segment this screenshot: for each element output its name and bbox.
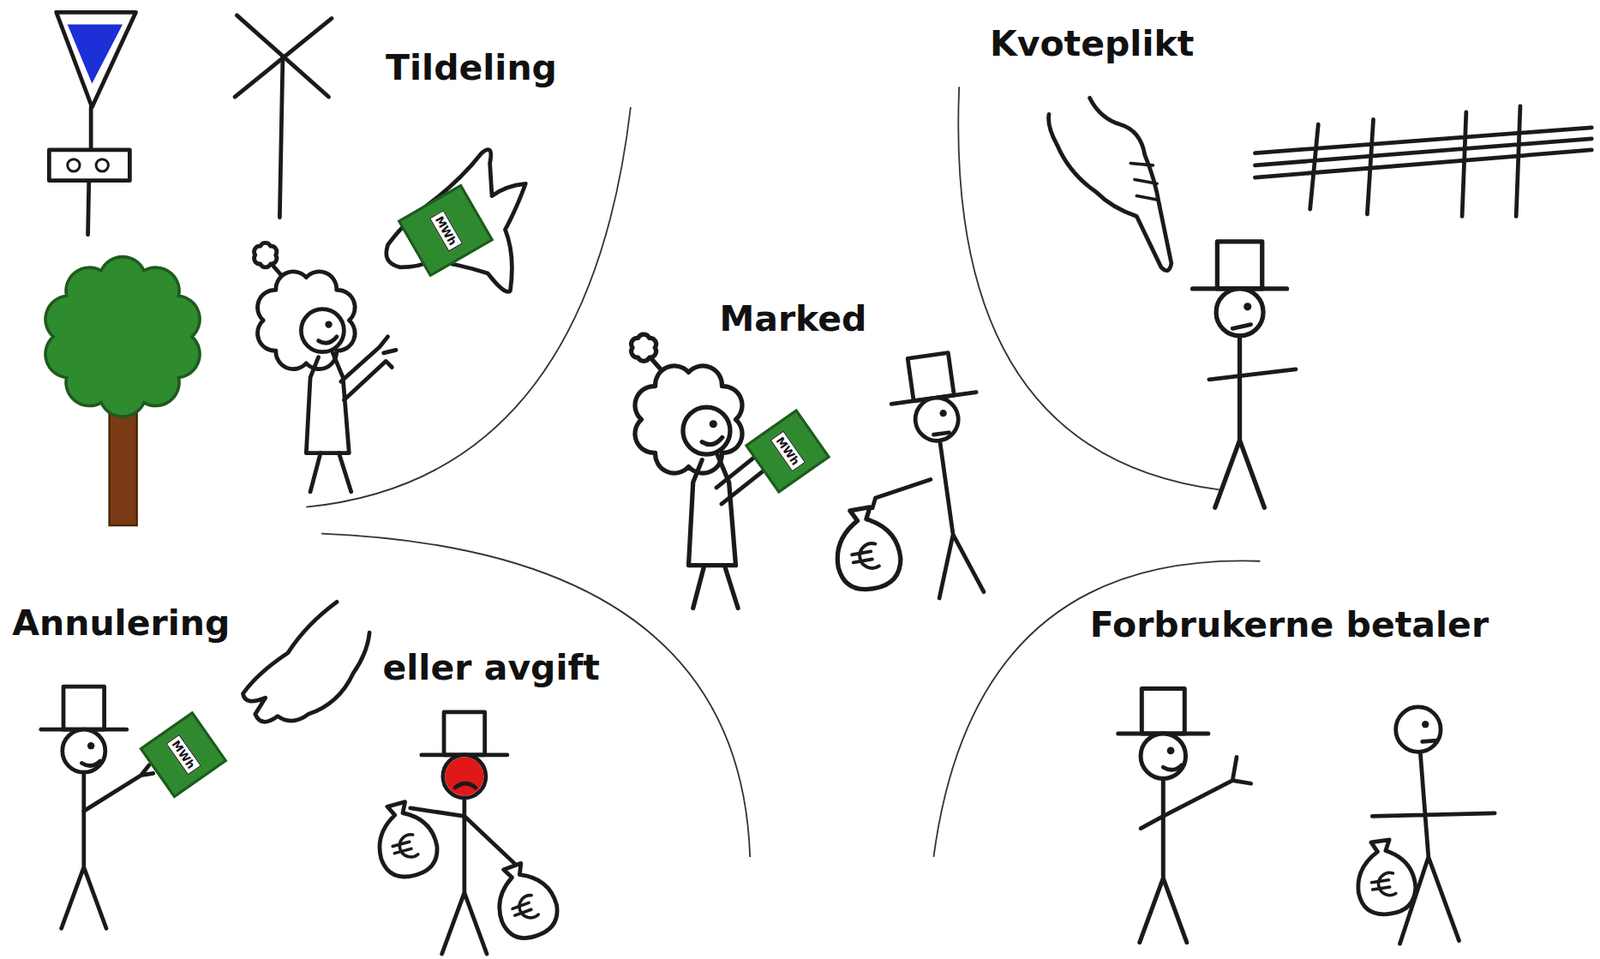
quota-obligation-scene	[1048, 97, 1593, 508]
frown	[1232, 324, 1251, 330]
producer-figure	[254, 242, 356, 492]
section-arc	[321, 533, 750, 857]
money-bag	[368, 797, 444, 883]
tower	[279, 55, 283, 217]
certificate-box: MWh	[744, 408, 831, 494]
supplier-figure	[41, 686, 127, 929]
section-arc	[933, 560, 1260, 857]
certificate-box: MWh	[139, 711, 228, 799]
dam-triangle	[56, 11, 137, 108]
wind-turbine-symbol	[234, 15, 332, 218]
section-title: eller avgift	[383, 648, 600, 688]
consumers-pay-scene	[1118, 688, 1495, 944]
consumer-head	[1396, 707, 1441, 752]
smile	[1162, 765, 1181, 770]
section-title: Kvoteplikt	[989, 24, 1194, 64]
arm	[341, 336, 396, 401]
hydro-power-symbol	[48, 11, 136, 235]
section-title: Forbrukerne betaler	[1090, 605, 1489, 645]
market-scene	[631, 334, 1005, 608]
mouth	[933, 432, 949, 435]
section-title: Annulering	[11, 604, 230, 643]
money-bag	[1352, 837, 1420, 918]
tree-symbol	[45, 257, 200, 526]
producer-figure	[631, 334, 743, 608]
canopy	[45, 257, 200, 417]
eye	[1421, 720, 1429, 728]
turbine-box	[48, 149, 130, 181]
arm	[872, 479, 931, 509]
section-title: Tildeling	[385, 48, 558, 88]
certificate-label: MWh	[770, 431, 806, 472]
arm	[83, 765, 154, 812]
turbine-wheel	[67, 159, 80, 172]
angry-face	[444, 756, 484, 796]
waving-arm	[1140, 756, 1252, 828]
buyer-figure	[885, 349, 1004, 601]
certificate-label: MWh	[166, 734, 202, 775]
money-bag	[828, 503, 905, 594]
water	[67, 24, 123, 84]
turbine-wheel	[95, 159, 108, 172]
smile	[81, 761, 100, 766]
section-title: Marked	[719, 299, 867, 339]
giving-hand	[386, 149, 526, 293]
money-bag	[485, 856, 564, 946]
frown	[455, 783, 476, 788]
certificate-label: MWh	[429, 209, 463, 252]
allocation-scene	[254, 149, 527, 492]
section-arc	[958, 86, 1219, 490]
arms	[1209, 369, 1296, 380]
knuckles	[1130, 162, 1158, 200]
pointing-hand	[1048, 97, 1172, 270]
fence	[1254, 106, 1592, 217]
receiving-hand	[243, 601, 371, 722]
mouth	[1422, 740, 1438, 742]
